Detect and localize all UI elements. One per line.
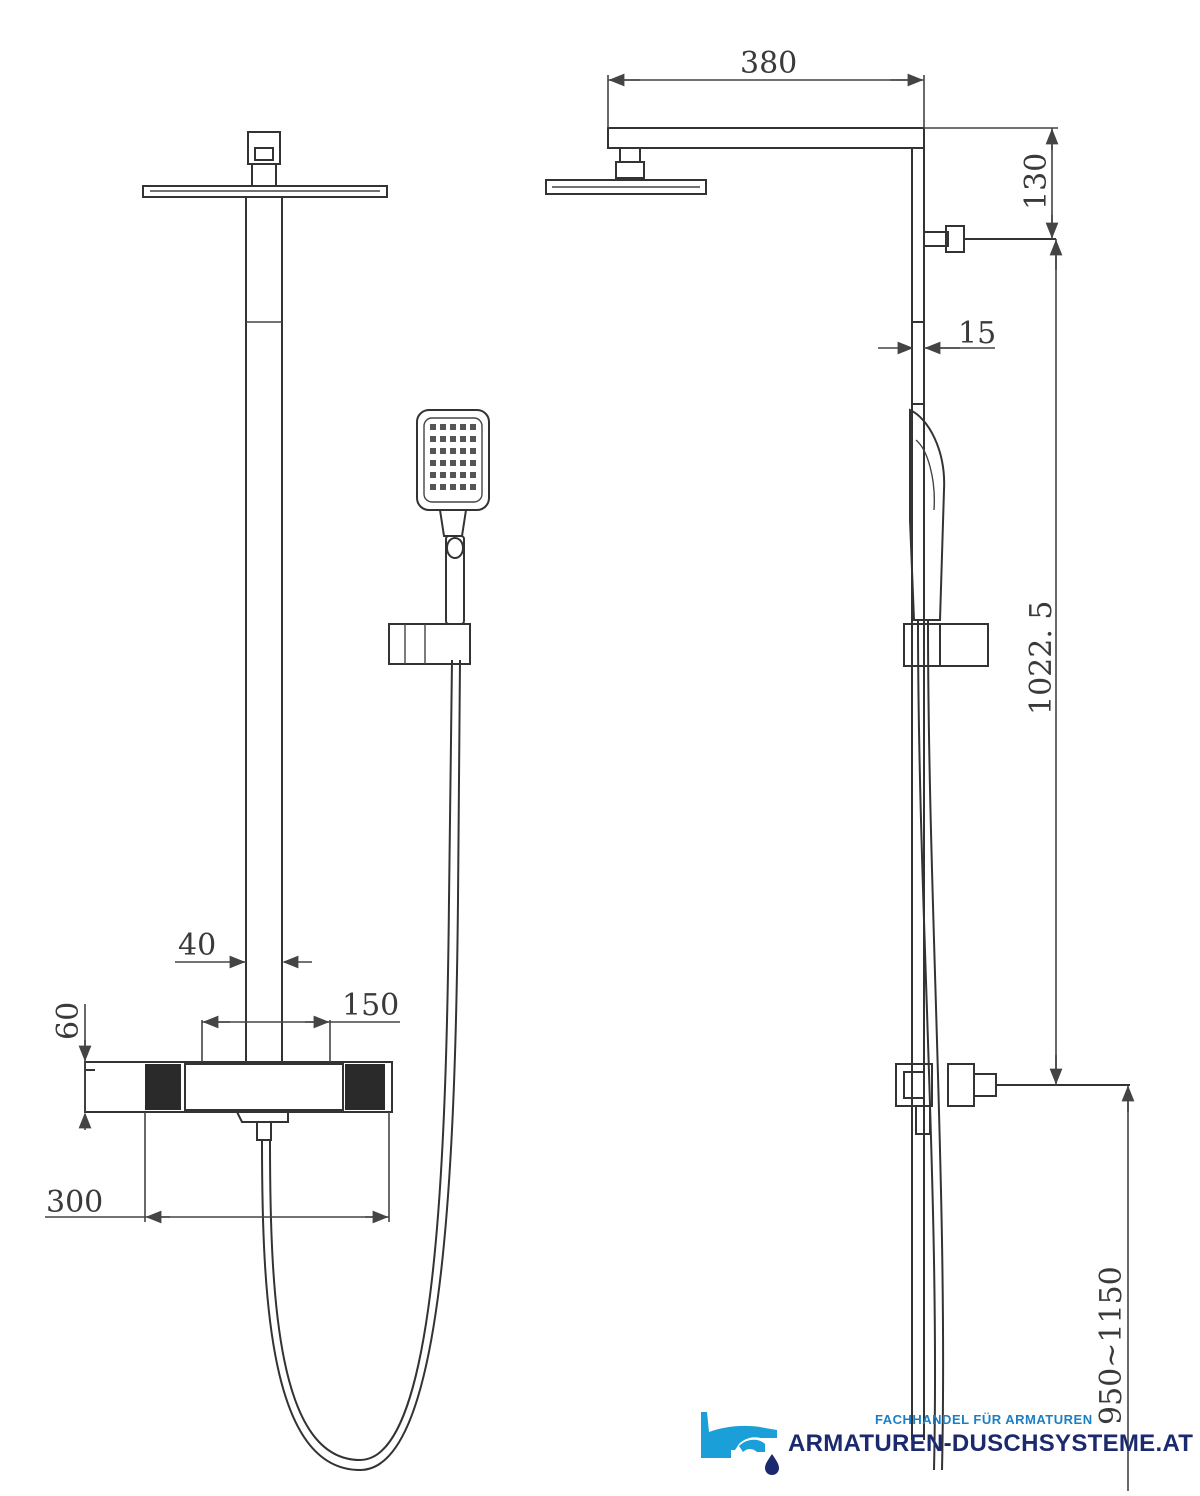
nozzle [460,436,466,442]
dim-1022-label: 1022. 5 [1024,600,1059,715]
dim-60-label: 60 [51,1002,86,1040]
nozzle [470,484,476,490]
nozzle [470,472,476,478]
nozzle [440,448,446,454]
dim-300-label: 300 [46,1185,103,1220]
dim-150-label: 150 [342,988,399,1023]
side-dimension-1022: 1022. 5 [1024,239,1063,1085]
front-view: 40 150 60 300 [45,131,490,1472]
side-dimension-130: 130 [924,127,1059,239]
front-dimension-150: 150 [201,988,400,1062]
nozzle [440,460,446,466]
dim-15-label: 15 [958,316,996,351]
nozzle [470,424,476,430]
front-rain-shower-head [142,185,388,198]
nozzle [430,424,436,430]
handshower-nozzles [430,424,476,490]
nozzle [440,472,446,478]
nozzle [460,472,466,478]
nozzle [450,472,456,478]
side-dimension-380: 380 [607,46,925,128]
nozzle [430,448,436,454]
side-handshower-holder [903,623,989,667]
dim-950-1150-label: 950~1150 [1094,1266,1129,1425]
side-rail [911,148,925,1440]
nozzle [470,460,476,466]
nozzle [450,448,456,454]
side-wall-bracket [923,225,1056,253]
company-logo: FACHHANDEL FÜR ARMATUREN ARMATUREN-DUSCH… [695,1402,1195,1482]
nozzle [430,472,436,478]
nozzle [430,436,436,442]
nozzle [470,448,476,454]
logo-name: ARMATUREN-DUSCHSYSTEME.AT [788,1430,1194,1457]
nozzle [470,436,476,442]
front-hand-shower [416,409,490,625]
front-riser-pipe [245,197,283,1062]
front-dimension-300: 300 [45,1112,390,1224]
faucet-drop-icon [701,1412,779,1475]
nozzle [460,460,466,466]
side-dimension-950-1150: 950~1150 [1094,1085,1135,1491]
front-hose [261,659,461,1472]
front-thermostat-mixer [84,1061,393,1141]
nozzle [450,484,456,490]
dim-380-label: 380 [740,46,797,81]
side-rain-shower-head [545,179,707,195]
side-hose [917,619,945,1471]
nozzle [450,436,456,442]
nozzle [440,424,446,430]
dim-130-label: 130 [1019,153,1054,210]
front-dimension-40: 40 [175,928,312,969]
nozzle [460,424,466,430]
dim-40-label: 40 [178,928,216,963]
nozzle [460,484,466,490]
side-overhead-arm [607,127,925,179]
side-hand-shower [909,408,946,621]
side-view: 380 130 15 1022. 5 950~1150 [545,46,1135,1491]
side-dimension-15: 15 [878,316,996,355]
nozzle [460,448,466,454]
front-head-connector [247,131,281,187]
nozzle [450,424,456,430]
logo-tagline: FACHHANDEL FÜR ARMATUREN [875,1412,1093,1427]
side-mixer [895,1063,1130,1135]
nozzle [440,484,446,490]
front-handshower-holder [388,623,471,665]
nozzle [430,460,436,466]
nozzle [450,460,456,466]
nozzle [440,436,446,442]
nozzle [430,484,436,490]
front-dimension-60: 60 [51,1002,92,1130]
